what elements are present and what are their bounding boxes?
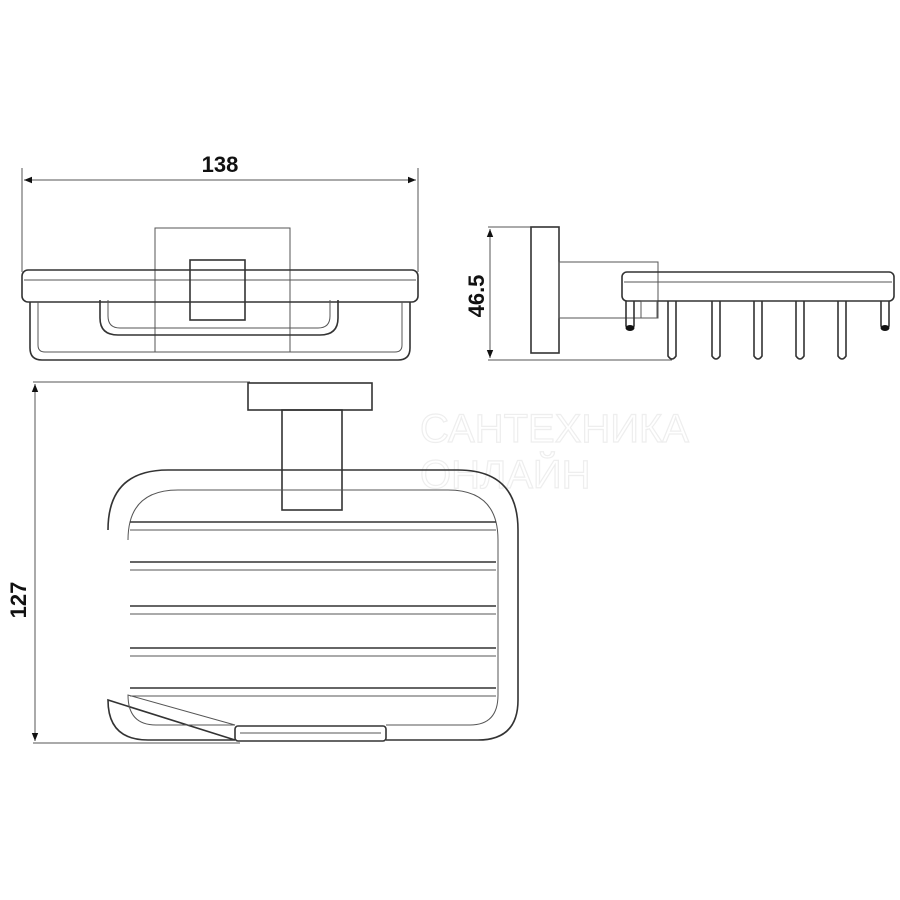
side-pin — [795, 301, 805, 360]
side-view — [530, 226, 895, 360]
side-pin — [753, 301, 763, 360]
depth-label: 127 — [6, 582, 31, 619]
side-pin — [880, 301, 890, 330]
watermark: САНТЕХНИКА ОНЛАЙН — [419, 406, 690, 497]
top-view — [107, 382, 519, 742]
pin-cap — [625, 325, 635, 331]
side-height-dimension: 46.5 — [464, 226, 672, 361]
width-label: 138 — [202, 152, 239, 177]
side-pin — [711, 301, 721, 360]
side-pin — [667, 301, 677, 360]
depth-dimension: 127 — [6, 381, 250, 744]
pin-cap — [880, 325, 890, 331]
side-pin — [837, 301, 847, 360]
side-height-label: 46.5 — [464, 275, 489, 318]
watermark-line1: САНТЕХНИКА — [420, 407, 689, 451]
side-pin — [625, 301, 635, 330]
front-view — [21, 227, 419, 361]
width-dimension: 138 — [21, 152, 419, 272]
